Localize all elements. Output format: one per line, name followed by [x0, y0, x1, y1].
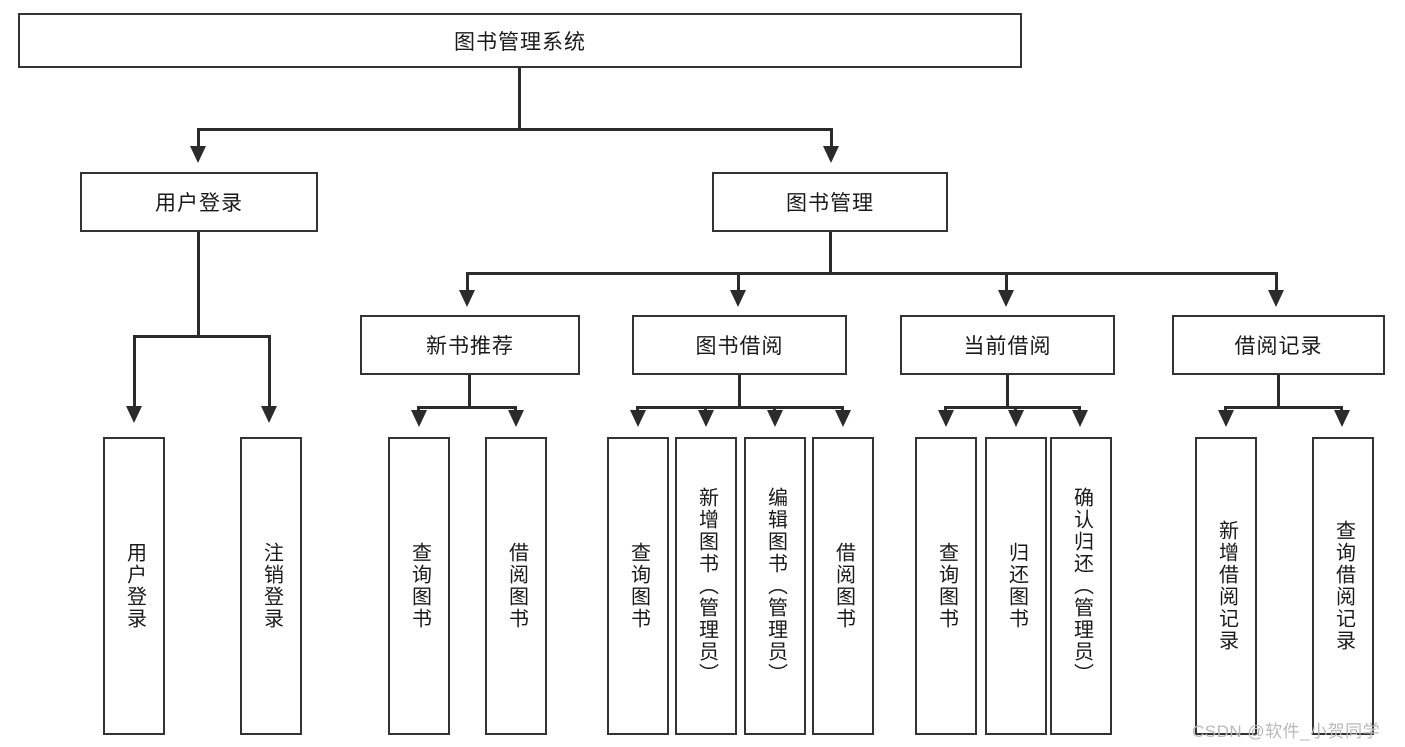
edge-current-borrow-bus: [944, 406, 1080, 409]
leaf-confirm-return-admin[interactable]: 确认归还（管理员）: [1050, 437, 1112, 735]
edge-borrow-record-bus: [1224, 406, 1342, 409]
leaf-user-login[interactable]: 用户登录: [103, 437, 165, 735]
edge-new-book-rec-bus: [417, 406, 516, 409]
node-label: 图书管理: [786, 192, 874, 215]
node-label: 借阅图书: [832, 542, 855, 630]
arrow-to-leaf-user-login: [126, 406, 142, 423]
arrow-br-leaf-1: [1218, 410, 1234, 427]
node-label: 图书借阅: [695, 335, 784, 358]
arrow-cb-leaf-2: [1008, 410, 1024, 427]
arrow-bb-leaf-3: [767, 410, 783, 427]
arrow-bb-leaf-1: [630, 410, 646, 427]
edge-book-borrow-stem: [738, 375, 741, 408]
arrow-cb-leaf-1: [938, 410, 954, 427]
edge-root-bus: [197, 128, 833, 131]
arrow-to-user-login: [190, 146, 206, 163]
edge-current-borrow-stem: [1006, 375, 1009, 408]
edge-borrow-record-stem: [1277, 375, 1280, 408]
node-new-book-recommend[interactable]: 新书推荐: [360, 315, 580, 375]
arrow-to-book-borrow: [730, 290, 746, 307]
edge-user-login-to-leaf-2: [268, 335, 271, 408]
arrow-cb-leaf-3: [1072, 410, 1088, 427]
leaf-borrow-book-bb[interactable]: 借阅图书: [812, 437, 874, 735]
node-label: 新书推荐: [426, 335, 514, 358]
csdn-watermark: CSDN @软件_小贺同学: [1192, 722, 1381, 741]
arrow-to-current-borrow: [998, 290, 1014, 307]
node-label: 查询图书: [935, 542, 958, 630]
edge-root-to-user-login: [197, 128, 200, 148]
node-current-borrow[interactable]: 当前借阅: [900, 315, 1115, 375]
arrow-to-leaf-logout: [261, 406, 277, 423]
leaf-query-book-bb[interactable]: 查询图书: [607, 437, 669, 735]
node-book-management[interactable]: 图书管理: [712, 172, 948, 232]
edge-to-borrow-record: [1275, 272, 1278, 292]
arrow-to-borrow-record: [1268, 290, 1284, 307]
node-book-borrow[interactable]: 图书借阅: [632, 315, 847, 375]
edge-user-login-stem: [197, 232, 200, 337]
node-label: 新增图书（管理员）: [695, 487, 718, 685]
node-label: 用户登录: [123, 542, 146, 630]
edge-book-manage-stem: [829, 232, 832, 274]
edge-to-new-book-rec: [466, 272, 469, 292]
edge-new-book-rec-stem: [468, 375, 471, 408]
edge-user-login-to-leaf-1: [133, 335, 136, 408]
node-root-system[interactable]: 图书管理系统: [18, 13, 1022, 68]
node-label: 借阅图书: [505, 542, 528, 630]
node-label: 图书管理系统: [454, 30, 586, 54]
leaf-add-borrow-record[interactable]: 新增借阅记录: [1195, 437, 1257, 735]
arrow-bb-leaf-2: [698, 410, 714, 427]
node-label: 查询图书: [408, 542, 431, 630]
edge-user-login-bus: [133, 335, 270, 338]
arrow-to-new-book-rec: [459, 290, 475, 307]
arrow-nbr-leaf-2: [508, 410, 524, 427]
node-label: 注销登录: [260, 542, 283, 630]
node-label: 确认归还（管理员）: [1070, 487, 1093, 685]
arrow-nbr-leaf-1: [411, 410, 427, 427]
leaf-query-book-nbr[interactable]: 查询图书: [388, 437, 450, 735]
node-label: 查询图书: [627, 542, 650, 630]
edge-to-current-borrow: [1005, 272, 1008, 292]
leaf-query-borrow-record[interactable]: 查询借阅记录: [1312, 437, 1374, 735]
node-label: 查询借阅记录: [1332, 520, 1355, 652]
node-label: 当前借阅: [963, 335, 1052, 358]
node-label: 归还图书: [1005, 542, 1028, 630]
leaf-return-book[interactable]: 归还图书: [985, 437, 1047, 735]
edge-root-stem: [518, 68, 521, 130]
edge-book-borrow-bus: [636, 406, 843, 409]
edge-book-manage-bus: [466, 272, 1278, 275]
leaf-add-book-admin[interactable]: 新增图书（管理员）: [675, 437, 737, 735]
arrow-bb-leaf-4: [835, 410, 851, 427]
node-borrow-record[interactable]: 借阅记录: [1172, 315, 1385, 375]
node-label: 借阅记录: [1234, 335, 1323, 358]
leaf-edit-book-admin[interactable]: 编辑图书（管理员）: [744, 437, 806, 735]
arrow-br-leaf-2: [1334, 410, 1350, 427]
node-label: 新增借阅记录: [1215, 520, 1238, 652]
leaf-borrow-book-nbr[interactable]: 借阅图书: [485, 437, 547, 735]
arrow-to-book-manage: [823, 146, 839, 163]
leaf-query-book-cb[interactable]: 查询图书: [915, 437, 977, 735]
edge-to-book-borrow: [737, 272, 740, 292]
edge-root-to-book-manage: [830, 128, 833, 148]
leaf-logout[interactable]: 注销登录: [240, 437, 302, 735]
node-label: 编辑图书（管理员）: [764, 487, 787, 685]
node-user-login[interactable]: 用户登录: [80, 172, 318, 232]
node-label: 用户登录: [155, 192, 243, 215]
